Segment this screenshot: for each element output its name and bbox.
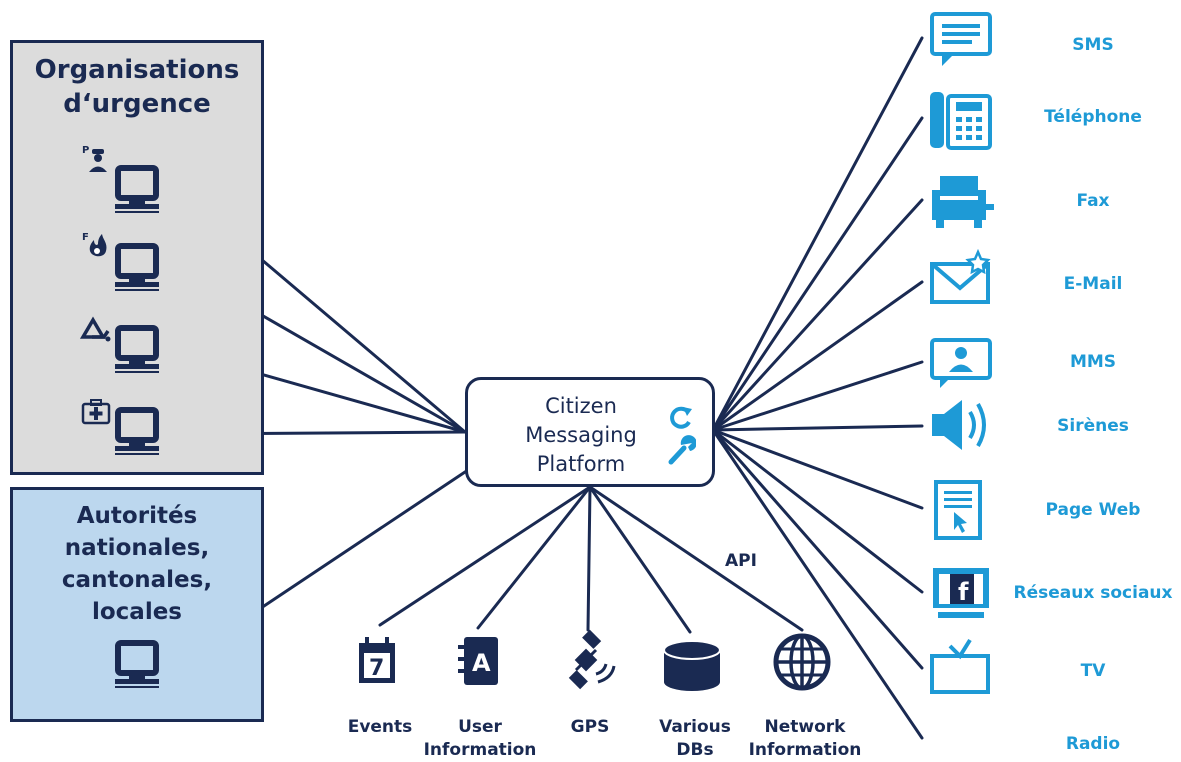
link-mms [711,360,924,432]
wrench-icon [668,435,696,465]
source-label-network-information: Network Information [745,716,865,762]
source-label-network-information-line1: Network [764,717,846,737]
source-label-user-information: User Information [415,716,545,762]
authorities-title-line1: Autorités [76,503,198,529]
authorities-panel-title: Autorités nationales, cantonales, locale… [13,500,261,628]
authorities-title-line3: cantonales, [61,567,213,593]
authorities-title-line4: locales [91,599,182,625]
civil-protection-icon [79,316,111,342]
link-sms [711,36,924,432]
source-label-gps: GPS [550,716,630,739]
emergency-title-line2: d‘urgence [63,89,211,119]
emergency-organisations-panel: Organisations d‘urgence [10,40,264,475]
hub-title-line1: Citizen [545,394,617,418]
citizen-messaging-platform-hub[interactable]: Citizen Messaging Platform [465,377,715,487]
channel-label-sirens: Sirènes [1057,416,1129,436]
siren-icon [932,400,986,450]
link-web [711,428,924,510]
emergency-title-line1: Organisations [34,55,240,85]
channel-label-web-page: Page Web [1045,500,1141,520]
hub-title-line3: Platform [536,452,626,476]
channel-label-fax: Fax [1076,191,1110,211]
database-icon [663,640,721,691]
link-email [711,280,924,432]
source-label-user-information-line1: User [458,717,502,737]
link-fax [711,198,924,432]
source-label-network-information-line2: Information [748,740,862,760]
mms-icon [930,338,992,388]
channel-label-radio: Radio [1065,734,1121,754]
link-gps [586,485,592,632]
channel-label-email: E-Mail [1063,274,1123,294]
source-label-various-dbs-line2: DBs [676,740,714,760]
channel-label-tv: TV [1080,661,1106,681]
channel-label-telephone: Téléphone [1044,107,1142,127]
link-dbs [588,485,692,634]
sms-icon [930,12,992,66]
link-telephone [711,116,924,432]
telephone-icon [930,92,992,150]
hub-title: Citizen Messaging Platform [506,392,656,479]
refresh-icon [670,406,692,429]
link-sirens [711,424,924,432]
source-label-events-line1: Events [347,717,413,737]
svg-text:f: f [958,578,969,606]
fax-icon [932,176,994,228]
email-icon [930,248,991,304]
authorities-title-line2: nationales, [64,535,210,561]
fire-icon: F [82,232,107,257]
source-label-user-information-line2: Information [423,740,537,760]
address-book-icon: A [458,637,498,685]
link-events [378,485,592,627]
hub-title-line2: Messaging [525,423,637,447]
calendar-icon: 7 [359,637,395,683]
source-label-events: Events [325,716,435,739]
satellite-icon [568,629,616,690]
svg-text:7: 7 [369,656,384,681]
channel-label-sms: SMS [1072,35,1114,55]
svg-text:P: P [82,145,89,156]
channel-label-social-networks: Réseaux sociaux [1013,583,1173,603]
link-social [711,428,924,594]
link-radio [711,428,924,740]
hub-icons [668,406,696,465]
police-officer-icon: P [82,145,107,172]
web-page-icon [934,480,982,540]
tv-icon [930,638,990,694]
svg-text:F: F [82,232,89,243]
link-network [588,485,804,632]
link-tv [711,428,924,670]
svg-text:A: A [472,649,491,677]
channel-label-mms: MMS [1069,352,1117,372]
link-user-info [476,485,592,630]
api-label: API [725,551,757,571]
source-label-gps-line1: GPS [570,717,610,737]
social-network-icon: f [933,568,989,618]
source-label-various-dbs: Various DBs [645,716,745,762]
source-label-various-dbs-line1: Various [659,717,731,737]
globe-icon [773,633,831,691]
emergency-panel-title: Organisations d‘urgence [13,53,261,121]
medical-kit-icon [81,399,111,425]
